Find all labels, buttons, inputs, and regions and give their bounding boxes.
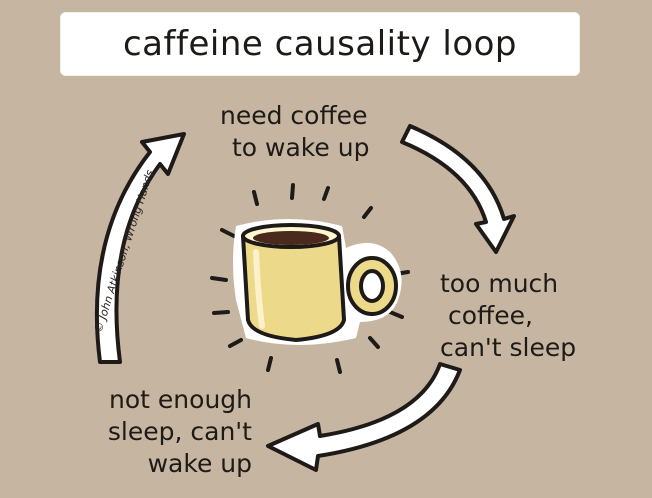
arrow-top-to-right-icon: [400, 124, 516, 254]
step-line: sleep, can't: [107, 417, 252, 446]
page-title: caffeine causality loop: [122, 24, 518, 64]
step-line: to wake up: [232, 133, 370, 162]
step-too-much-coffee: too much coffee, can't sleep: [440, 268, 576, 364]
coffee-mug-icon: [233, 219, 402, 345]
step-line: wake up: [147, 449, 252, 478]
step-need-coffee: need coffee to wake up: [220, 100, 369, 164]
step-line: too much: [440, 269, 559, 298]
title-banner: caffeine causality loop: [60, 12, 580, 76]
step-not-enough-sleep: not enough sleep, can't wake up: [62, 384, 252, 480]
step-line: can't sleep: [440, 333, 577, 362]
arrow-right-to-left-icon: [266, 362, 462, 472]
step-line: not enough: [109, 385, 252, 414]
step-line: need coffee: [220, 101, 368, 130]
arrow-left-to-top-icon: [94, 132, 186, 364]
step-line: coffee,: [448, 301, 533, 330]
